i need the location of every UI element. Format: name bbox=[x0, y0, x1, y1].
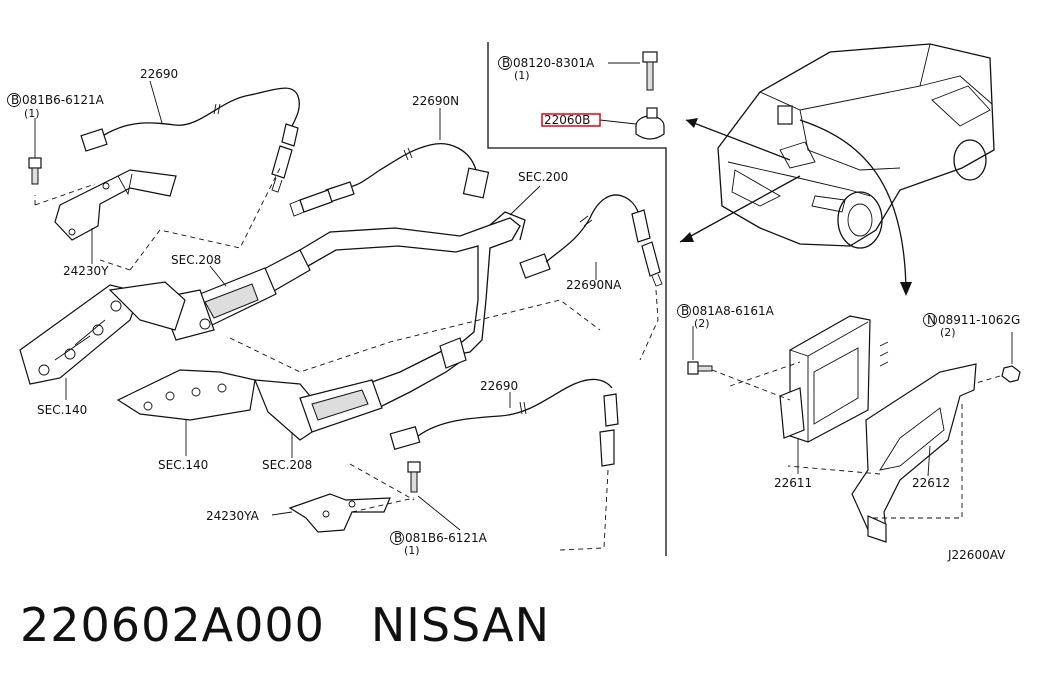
label-sensor-right-mid: 22690NA bbox=[566, 278, 622, 292]
qty-bolt-left-top: (1) bbox=[24, 107, 40, 120]
qty-bolt-inset: (1) bbox=[514, 69, 530, 82]
dash-sensor-upper bbox=[99, 167, 281, 271]
bolt-marker: B bbox=[11, 93, 19, 107]
callout-labels: B 081B6-6121A (1) 22690 22690N SEC.200 S… bbox=[11, 56, 1020, 562]
label-sensor-top-mid: 22690N bbox=[412, 94, 459, 108]
exhaust-manifold-right bbox=[116, 369, 383, 441]
leader-ecm-bracket bbox=[927, 445, 931, 477]
oxygen-sensor-left-top bbox=[80, 87, 300, 193]
label-ecm: 22611 bbox=[774, 476, 812, 490]
exhaust-front-tube bbox=[159, 211, 526, 357]
bolt-marker: B bbox=[502, 56, 510, 70]
exhaust-rear-tube bbox=[371, 337, 467, 407]
bolt-marker: B bbox=[681, 304, 689, 318]
label-bolt-bottom: 081B6-6121A bbox=[405, 531, 488, 545]
dash-bracket-bottom bbox=[349, 463, 415, 513]
dash-catalyst bbox=[229, 299, 601, 373]
exhaust-manifold-left bbox=[19, 281, 186, 385]
label-sec200: SEC.200 bbox=[518, 170, 568, 184]
label-sec140-mid: SEC.140 bbox=[158, 458, 208, 472]
dash-sensor-bottom bbox=[559, 469, 609, 551]
bracket-24230y bbox=[54, 169, 177, 241]
bracket-24230ya bbox=[288, 493, 391, 533]
inset-frame bbox=[487, 42, 667, 556]
leader-knock-sensor bbox=[599, 119, 637, 125]
label-sensor-bottom: 22690 bbox=[480, 379, 518, 393]
label-ecm-bracket: 22612 bbox=[912, 476, 950, 490]
oxygen-sensor-right-mid bbox=[519, 194, 663, 287]
bolt-bottom bbox=[390, 461, 421, 545]
part-number: 220602A000 bbox=[20, 598, 325, 652]
leader-22690-top bbox=[149, 80, 163, 124]
brand-name: NISSAN bbox=[370, 598, 550, 652]
dash-ecm-bracket bbox=[787, 404, 963, 519]
label-knock-sensor: 22060B bbox=[544, 113, 590, 127]
qty-nut-ecm: (2) bbox=[940, 326, 956, 339]
dash-bolt-bracket bbox=[34, 183, 96, 206]
dash-sensor-right bbox=[639, 289, 659, 361]
label-bolt-inset: 08120-8301A bbox=[513, 56, 595, 70]
diagram-code: J22600AV bbox=[947, 548, 1006, 562]
qty-bolt-ecm: (2) bbox=[694, 317, 710, 330]
label-nut-ecm: 08911-1062G bbox=[938, 313, 1020, 327]
inset-bolt bbox=[498, 51, 658, 91]
knock-sensor-highlight bbox=[541, 113, 601, 127]
leader-sec200 bbox=[509, 185, 541, 216]
label-bolt-left-top: 081B6-6121A bbox=[22, 93, 105, 107]
label-sec208-lower: SEC.208 bbox=[262, 458, 312, 472]
oxygen-sensor-top-mid bbox=[289, 143, 490, 217]
part-caption: 220602A000 NISSAN bbox=[20, 598, 596, 652]
bolt-marker: B bbox=[394, 531, 402, 545]
nut-ecm bbox=[923, 313, 1021, 383]
label-sec140-left: SEC.140 bbox=[37, 403, 87, 417]
label-bracket-left: 24230Y bbox=[63, 264, 109, 278]
label-sensor-left-top: 22690 bbox=[140, 67, 178, 81]
dash-ecm-bolt bbox=[711, 361, 801, 401]
leader-bolt-bottom bbox=[417, 495, 461, 531]
vehicle-illustration bbox=[717, 43, 995, 249]
nut-marker: N bbox=[927, 313, 936, 327]
label-sec208-upper: SEC.208 bbox=[171, 253, 221, 267]
arrows bbox=[679, 118, 912, 296]
leader-sec208-upper bbox=[209, 265, 227, 287]
label-bracket-bottom: 24230YA bbox=[206, 509, 260, 523]
ecm-unit bbox=[779, 315, 889, 443]
oxygen-sensor-bottom bbox=[389, 378, 619, 467]
label-bolt-ecm: 081A8-6161A bbox=[692, 304, 775, 318]
ecm-bracket bbox=[851, 363, 977, 543]
qty-bolt-bottom: (1) bbox=[404, 544, 420, 557]
leader-24230ya bbox=[271, 511, 293, 516]
knock-sensor bbox=[635, 107, 665, 140]
bolt-ecm bbox=[677, 304, 713, 375]
